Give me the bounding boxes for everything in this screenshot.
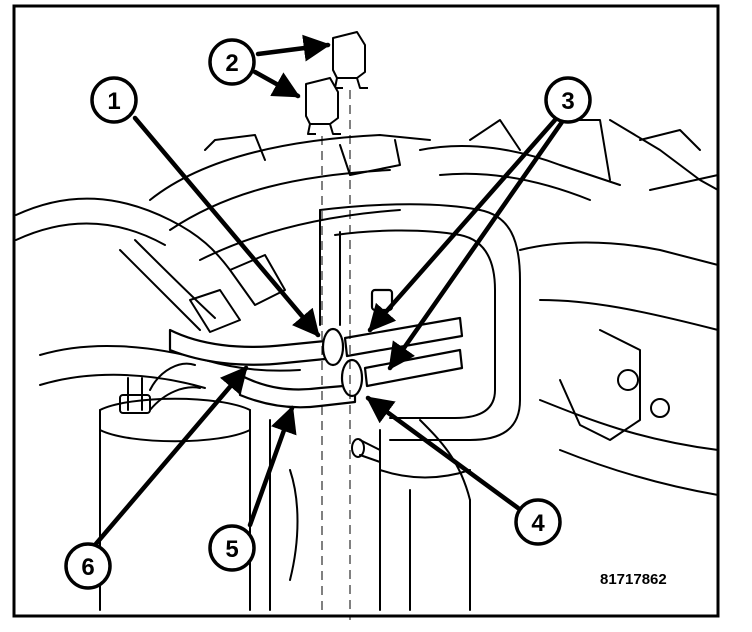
leader-arrow-2a	[255, 34, 331, 62]
leader-arrow-3b	[387, 119, 565, 371]
leader-arrow-2b	[252, 69, 301, 99]
callout-3-number: 3	[561, 88, 574, 115]
figure-id-label: 81717862	[600, 571, 667, 588]
callout-6-number: 6	[81, 554, 94, 581]
callout-6: 6	[64, 542, 112, 590]
alignment-lines	[321, 90, 351, 620]
leader-arrow-4	[365, 395, 521, 511]
callout-5: 5	[208, 524, 256, 572]
leader-arrows	[92, 34, 565, 548]
leader-arrow-3a	[367, 117, 558, 333]
callout-1: 1	[90, 76, 138, 124]
leader-arrow-6	[92, 365, 249, 548]
callout-2: 2	[208, 38, 256, 86]
callout-3: 3	[544, 76, 592, 124]
callout-4-number: 4	[531, 510, 545, 537]
callout-5-number: 5	[225, 536, 238, 563]
callout-1-number: 1	[107, 88, 120, 115]
retainer-clips	[305, 31, 368, 135]
leader-arrow-1	[132, 115, 321, 338]
callout-4: 4	[514, 498, 562, 546]
leader-arrow-5	[247, 405, 297, 528]
callout-2-number: 2	[225, 50, 238, 77]
